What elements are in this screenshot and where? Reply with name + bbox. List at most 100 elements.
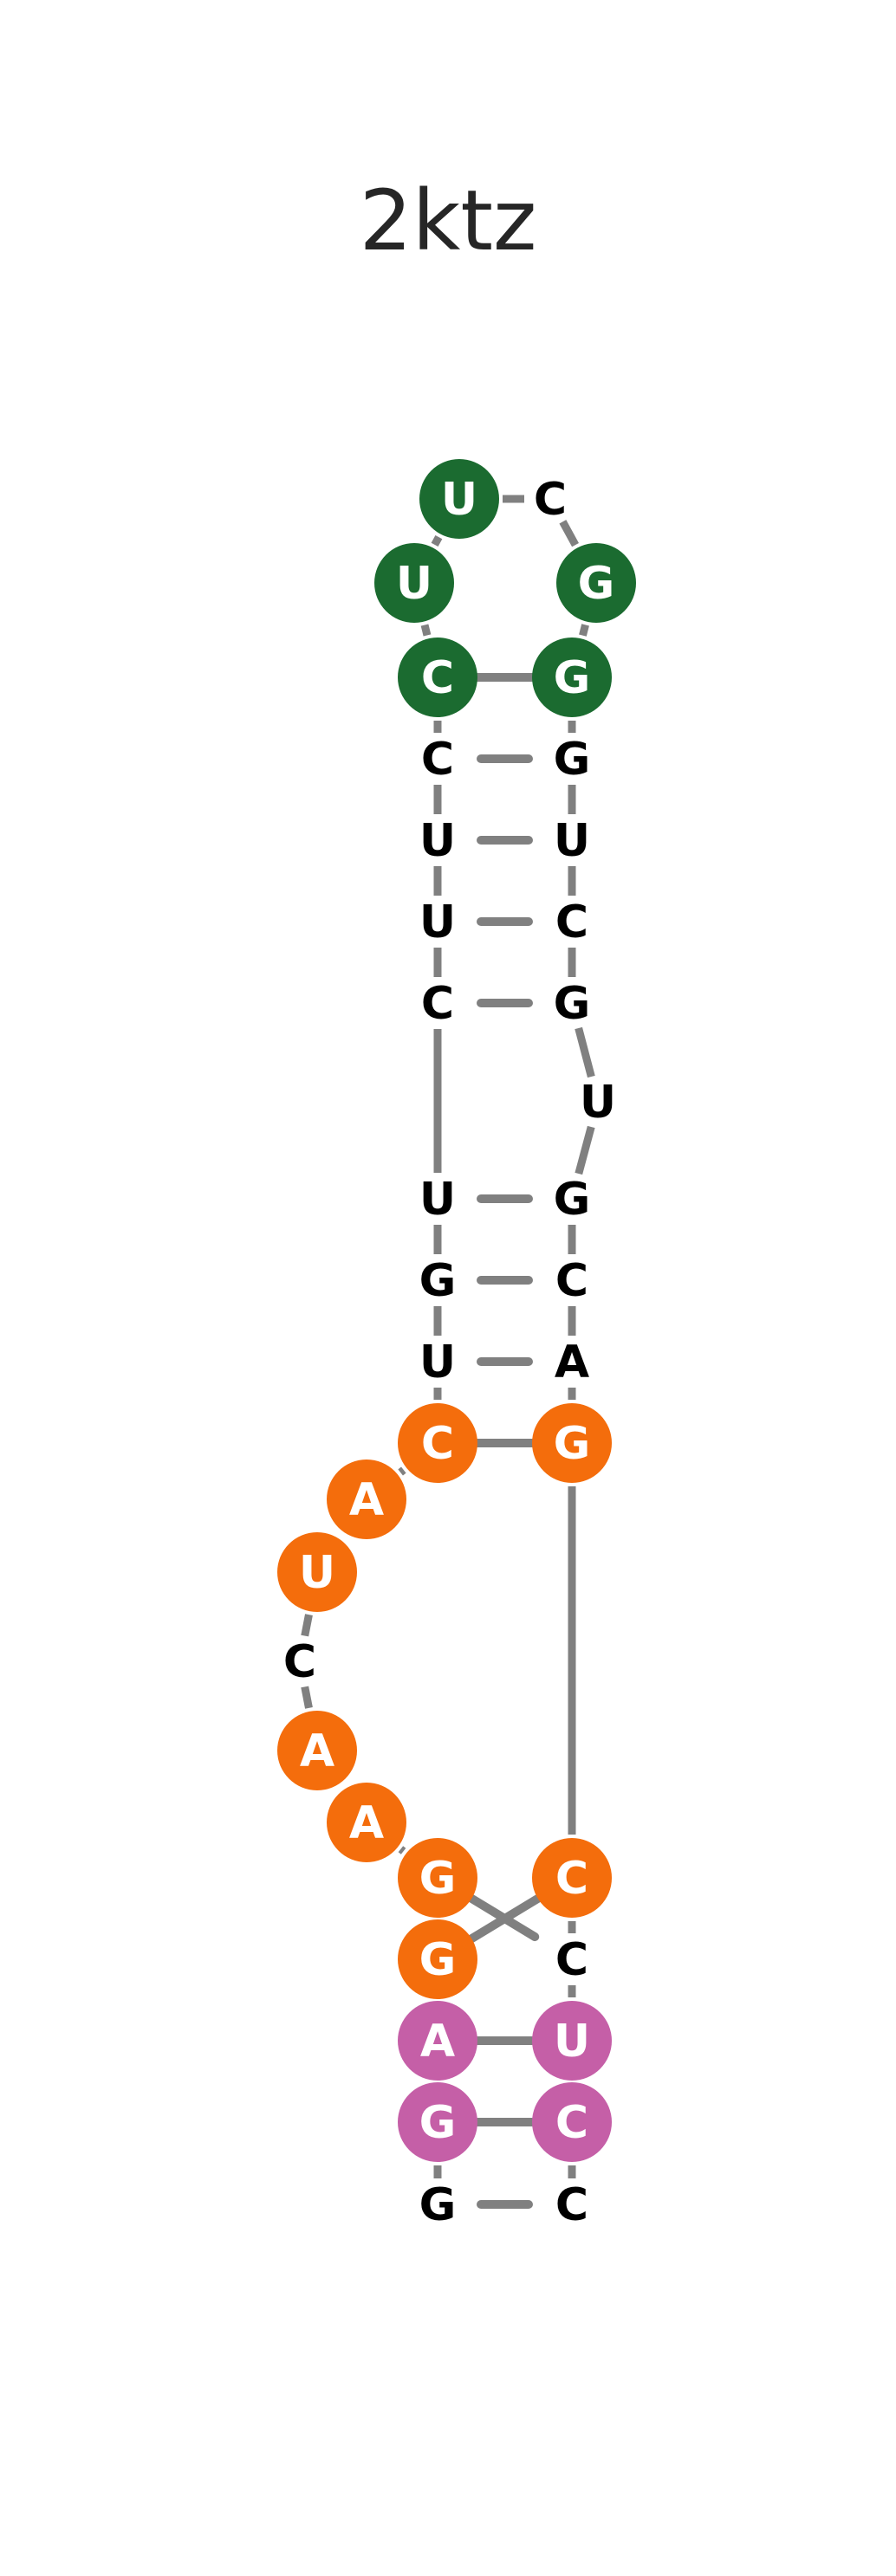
nucleotide-2: G — [398, 2082, 477, 2162]
nucleotide-letter: G — [419, 2097, 457, 2149]
nucleotide-letter: U — [554, 815, 590, 867]
backbone-link — [559, 520, 579, 547]
nucleotide-highlight-circle — [532, 1838, 612, 1918]
backbone-link — [301, 1614, 313, 1637]
nucleotide-letter: U — [441, 474, 477, 526]
nucleotide-highlight-circle — [327, 1783, 406, 1862]
backbone-link — [420, 624, 432, 637]
nucleotide-letter: G — [419, 2179, 457, 2231]
backbone-link — [575, 1125, 595, 1175]
nucleotide-highlight-circle — [398, 2082, 477, 2162]
nucleotide-9: U — [277, 1532, 357, 1612]
nucleotide-23: G — [556, 543, 636, 623]
nucleotide-4: G — [398, 1919, 477, 1999]
nucleotide-letter: G — [554, 652, 591, 704]
nucleotide-letter: G — [554, 734, 591, 786]
nucleotide-highlight-circle — [398, 638, 477, 717]
nucleotide-highlight-circle — [556, 543, 636, 623]
nucleotide-letter: U — [419, 1174, 456, 1226]
nucleotide-letter: A — [555, 1337, 589, 1388]
nucleotide-10: A — [327, 1460, 406, 1539]
nucleotide-letter: C — [555, 2179, 588, 2231]
backbone-link — [431, 534, 443, 547]
nucleotide-26: U — [554, 815, 590, 867]
nucleotide-31: C — [555, 1255, 588, 1307]
nucleotide-letter: U — [396, 558, 432, 610]
nucleotide-highlight-circle — [532, 2082, 612, 2162]
nucleotide-7: A — [277, 1711, 357, 1790]
nucleotide-36: U — [532, 2001, 612, 2081]
nucleotide-letter: U — [419, 896, 456, 948]
backbone-link — [301, 1686, 313, 1709]
nucleotide-highlight-circle — [398, 1919, 477, 1999]
nucleotide-letter: C — [421, 652, 454, 704]
nucleotide-37: C — [532, 2082, 612, 2162]
nucleotide-highlight-circle — [277, 1532, 357, 1612]
nucleotide-25: G — [554, 734, 591, 786]
nucleotide-24: G — [532, 638, 612, 717]
nucleotide-letter: C — [555, 1934, 588, 1986]
nucleotide-13: G — [419, 1255, 457, 1307]
nucleotide-11: C — [398, 1403, 477, 1483]
nucleotide-38: C — [555, 2179, 588, 2231]
nucleotide-letter: G — [578, 558, 615, 610]
nucleotide-16: U — [419, 896, 456, 948]
nucleotide-letter: C — [421, 1418, 454, 1470]
nucleotide-highlight-circle — [398, 2001, 477, 2081]
nucleotide-letter: U — [419, 815, 456, 867]
nucleotide-5: G — [398, 1838, 477, 1918]
nucleotide-letter: C — [555, 1255, 588, 1307]
nucleotide-27: C — [555, 896, 588, 948]
backbone-link — [398, 1466, 406, 1476]
nucleotide-34: C — [532, 1838, 612, 1918]
nucleotide-letter: G — [554, 1418, 591, 1470]
nucleotide-letter: G — [554, 978, 591, 1030]
nucleotide-letter: C — [555, 896, 588, 948]
nucleotide-28: G — [554, 978, 591, 1030]
base-pair-layer — [467, 673, 542, 2209]
nucleotide-35: C — [555, 1934, 588, 1986]
nucleotide-letter: U — [580, 1077, 616, 1129]
nucleotide-letter: C — [555, 1853, 588, 1905]
nucleotide-29: U — [580, 1077, 616, 1129]
nucleotide-letter: U — [419, 1337, 456, 1388]
nucleotide-20: U — [374, 543, 454, 623]
backbone-link — [575, 1026, 595, 1078]
backbone-layer — [301, 495, 595, 2178]
nucleotide-letter: C — [283, 1636, 316, 1688]
nucleotide-letter: A — [349, 1474, 384, 1526]
nucleotide-letter: C — [421, 734, 454, 786]
backbone-link — [579, 624, 589, 637]
nucleotide-letter: A — [300, 1725, 334, 1777]
nucleotide-12: U — [419, 1337, 456, 1388]
nucleotide-highlight-circle — [374, 543, 454, 623]
nucleotide-letter: U — [554, 2016, 590, 2068]
nucleotide-18: C — [421, 734, 454, 786]
nucleotide-highlight-circle — [532, 638, 612, 717]
nucleotide-3: A — [398, 2001, 477, 2081]
nucleotide-letter: G — [419, 1255, 457, 1307]
nucleotide-letter: G — [554, 1174, 591, 1226]
nucleotide-highlight-circle — [419, 459, 499, 539]
base-pair-link — [467, 1893, 540, 1942]
nucleotide-highlight-circle — [398, 1838, 477, 1918]
nucleotide-letter: C — [555, 2097, 588, 2149]
nucleotide-letter: U — [299, 1547, 335, 1599]
nucleotide-letter: G — [419, 1934, 457, 1986]
nucleotide-8: C — [283, 1636, 316, 1688]
nucleotide-30: G — [554, 1174, 591, 1226]
nucleotide-letter: A — [420, 2016, 455, 2068]
nucleotide-highlight-circle — [327, 1460, 406, 1539]
nucleotide-17: U — [419, 815, 456, 867]
structure-title: 2ktz — [359, 172, 537, 269]
nucleotide-letter: C — [534, 474, 567, 526]
nucleotide-32: A — [555, 1337, 589, 1388]
nucleotide-letter: A — [349, 1797, 384, 1849]
nucleotide-letter: G — [419, 1853, 457, 1905]
nucleotide-letter: C — [421, 978, 454, 1030]
nucleotide-1: G — [419, 2179, 457, 2231]
nucleotide-19: C — [398, 638, 477, 717]
nucleotide-15: C — [421, 978, 454, 1030]
